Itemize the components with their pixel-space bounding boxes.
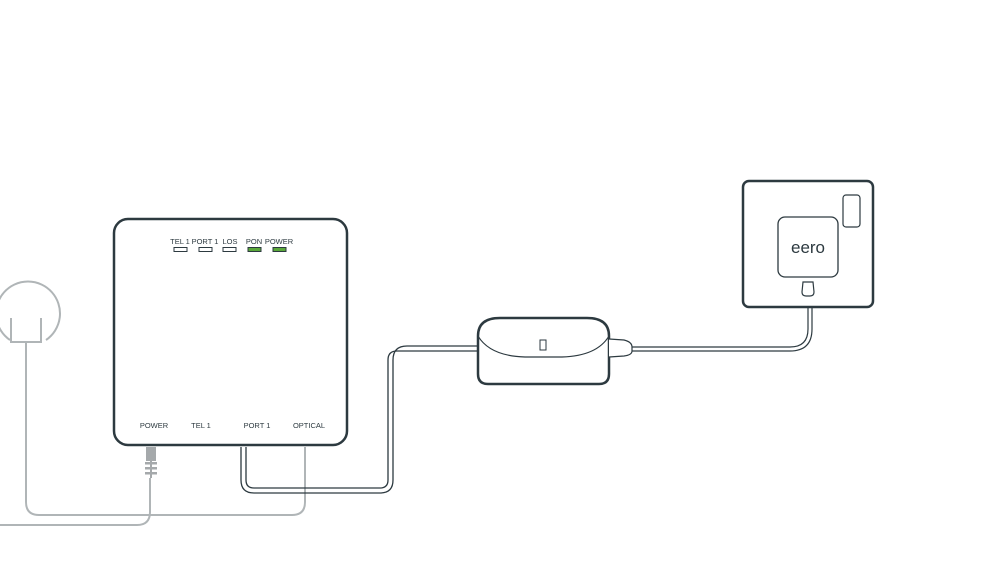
power-adapter xyxy=(476,316,633,386)
power-cable-lower xyxy=(0,478,151,526)
power-cable xyxy=(25,342,306,516)
adapter-indicator-icon xyxy=(539,339,547,351)
ethernet-cable xyxy=(240,345,478,494)
power-plug-icon xyxy=(145,447,157,478)
led-power-icon xyxy=(272,247,287,252)
eero-logo: eero xyxy=(791,238,825,257)
led-label-pon: PON xyxy=(246,237,262,246)
wall-outlet-icon xyxy=(0,280,61,343)
led-label-port1: PORT 1 xyxy=(192,237,219,246)
led-label-los: LOS xyxy=(222,237,237,246)
led-port1-icon xyxy=(198,247,213,252)
port-label-tel1: TEL 1 xyxy=(191,421,211,430)
port-label-power: POWER xyxy=(140,421,169,430)
led-los-icon xyxy=(222,247,237,252)
wall-switch-icon xyxy=(842,194,861,228)
eero-router: eero xyxy=(777,216,839,297)
led-label-tel1: TEL 1 xyxy=(170,237,190,246)
led-tel1-icon xyxy=(173,247,188,252)
port-label-optical: OPTICAL xyxy=(293,421,325,430)
led-pon-icon xyxy=(247,247,262,252)
ont-device: TEL 1 PORT 1 LOS PON POWER POWER TEL 1 P… xyxy=(112,217,349,447)
eero-cable xyxy=(632,296,813,352)
led-label-power: POWER xyxy=(265,237,294,246)
port-label-port1: PORT 1 xyxy=(244,421,271,430)
